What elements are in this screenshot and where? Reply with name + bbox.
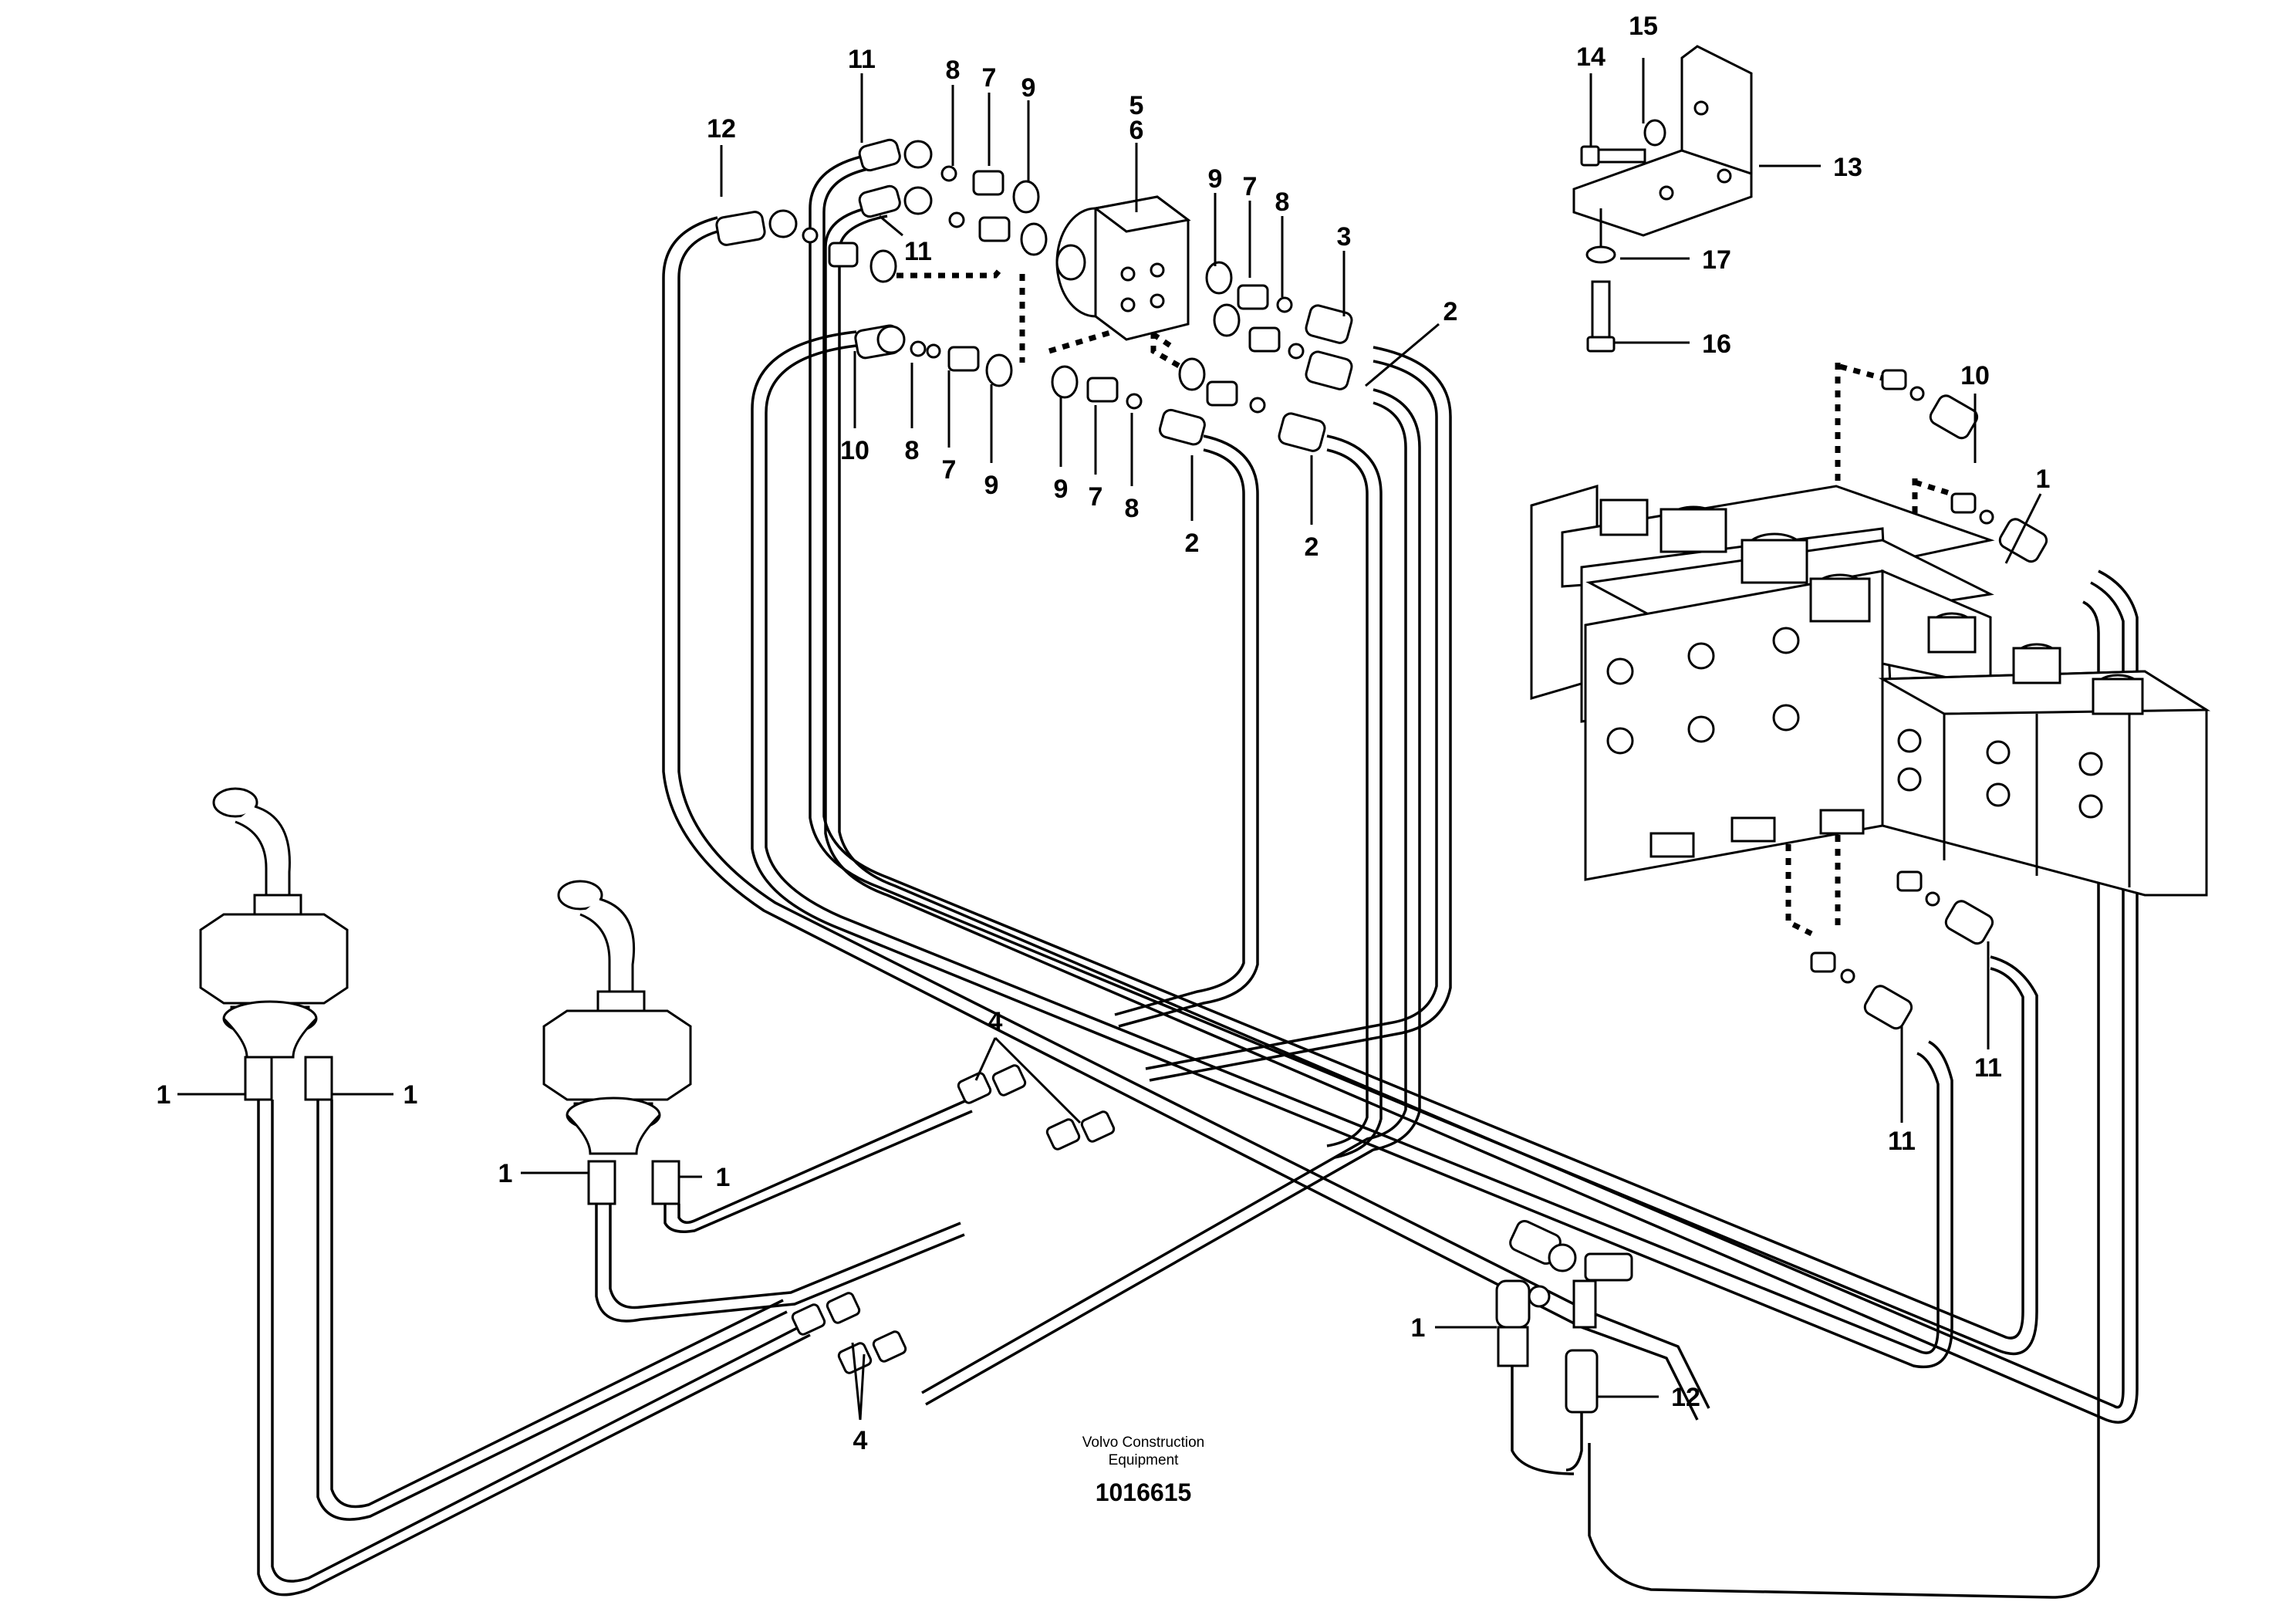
callout-1-joy-right-a: 1 (498, 1159, 513, 1188)
callout-10-left: 10 (840, 436, 869, 465)
callout-9-lower: 9 (984, 471, 999, 500)
washer-17 (1585, 245, 1616, 264)
callout-10-right: 10 (1960, 361, 1990, 390)
callout-11-right: 11 (1974, 1053, 2002, 1083)
callout-7-right: 7 (1243, 172, 1258, 201)
callout-16: 16 (1702, 329, 1731, 359)
callout-9-center: 9 (1054, 475, 1069, 504)
callout-labels: 12 11 8 7 9 5 6 11 9 7 8 3 2 10 8 7 9 9 … (157, 12, 2051, 1455)
leader-lines (177, 58, 2042, 1421)
callout-7-lower: 7 (942, 455, 957, 485)
joystick-left (199, 787, 349, 1101)
callout-8-center: 8 (1125, 494, 1140, 523)
callout-8-lower: 8 (905, 436, 920, 465)
callout-11-lower: 11 (1888, 1127, 1916, 1156)
callout-2-upper: 2 (1443, 297, 1458, 326)
rotary-valve-5-6 (1055, 195, 1191, 341)
tee-fitting-assembly (1495, 1219, 1633, 1414)
footer-company-line1: Volvo Construction (1082, 1434, 1204, 1451)
mounting-bracket-13 (1572, 45, 1753, 247)
hose-lines (257, 153, 2139, 1599)
joystick-right (542, 880, 692, 1205)
callout-1-joy-right-b: 1 (716, 1163, 731, 1192)
callout-8-right: 8 (1275, 188, 1290, 217)
callout-17: 17 (1702, 245, 1731, 275)
callout-5: 5 (1129, 91, 1144, 120)
callout-1-joy-left-b: 1 (403, 1080, 418, 1110)
callout-7-center: 7 (1089, 482, 1103, 512)
callout-12-tee: 12 (1671, 1383, 1700, 1412)
callout-6: 6 (1129, 116, 1144, 145)
fittings-upper (715, 138, 1353, 452)
callout-14: 14 (1576, 42, 1606, 72)
callout-15: 15 (1629, 12, 1658, 41)
callout-3: 3 (1337, 222, 1352, 252)
callout-4-upper: 4 (988, 1007, 1003, 1036)
callout-1-joy-left-a: 1 (157, 1080, 171, 1110)
bolt-14 (1580, 145, 1646, 167)
callout-7-top: 7 (982, 63, 997, 93)
callout-11-top: 11 (848, 45, 876, 74)
control-valve-block (1530, 369, 2211, 1030)
callout-4-lower: 4 (853, 1426, 868, 1455)
callout-1-block: 1 (2036, 465, 2051, 494)
callout-12-top: 12 (707, 114, 736, 144)
callout-2-right: 2 (1305, 532, 1319, 562)
callout-11-mid: 11 (904, 237, 932, 266)
callout-9-right: 9 (1208, 164, 1223, 194)
bolt-16 (1586, 280, 1616, 353)
callout-1-tee: 1 (1411, 1313, 1426, 1343)
callout-2-left: 2 (1185, 529, 1200, 558)
drawing-number: 1016615 (1096, 1478, 1192, 1506)
footer-company-line2: Equipment (1109, 1452, 1180, 1468)
callout-13: 13 (1833, 153, 1862, 182)
drawing-footer: Volvo Construction Equipment 1016615 (1082, 1434, 1204, 1506)
washer-15 (1643, 119, 1666, 147)
callout-9-top: 9 (1021, 73, 1036, 103)
callout-8-top: 8 (946, 56, 961, 85)
